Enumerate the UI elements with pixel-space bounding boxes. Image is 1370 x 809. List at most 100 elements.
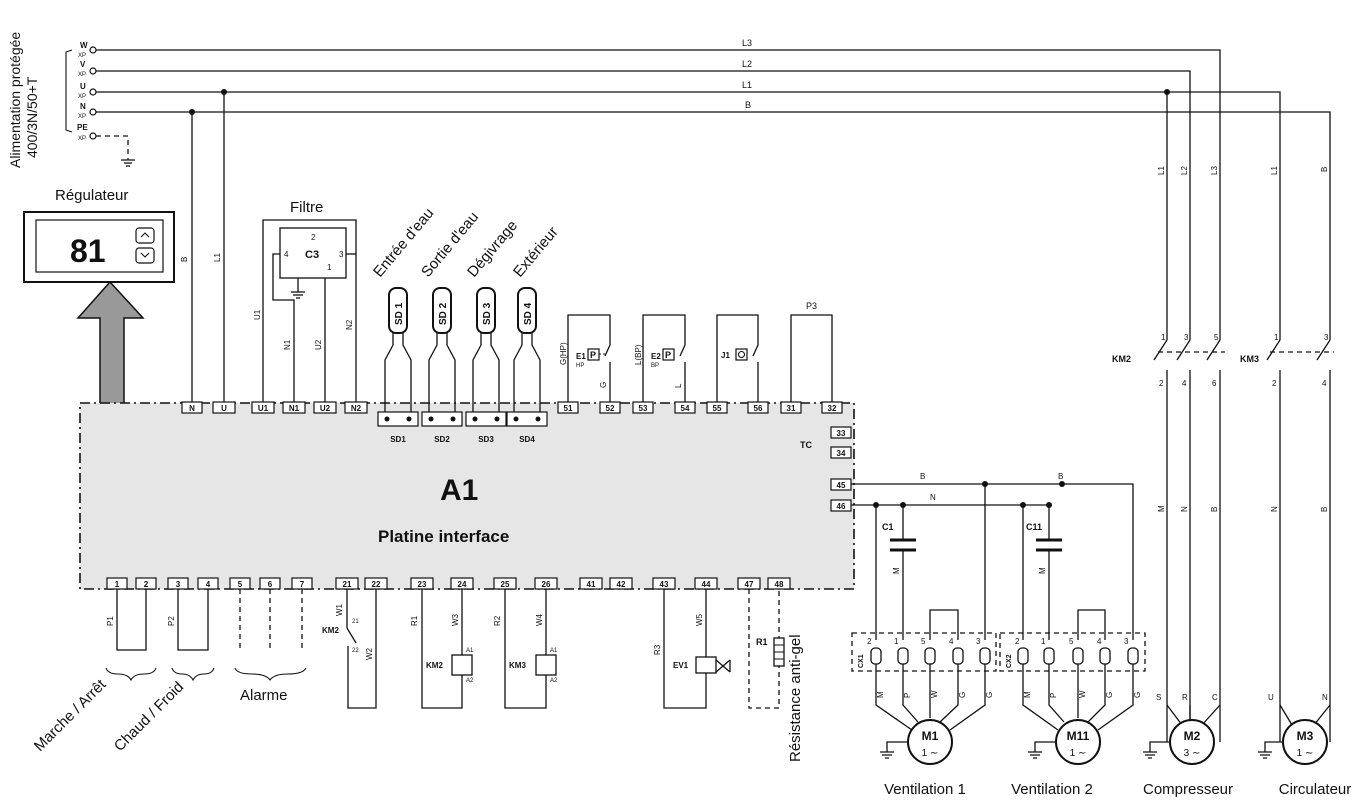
regulator: Régulateur 81 xyxy=(23,187,175,283)
term-34: 34 xyxy=(837,449,846,458)
m11-wire-m: M xyxy=(1023,691,1032,698)
flow-switch-icon xyxy=(735,348,748,361)
bus-label-l2: L2 xyxy=(742,59,752,69)
km3-pin-2: 2 xyxy=(1272,379,1277,388)
motor-m11-phase: 1 ∼ xyxy=(1070,748,1087,759)
e1-label: E1 xyxy=(576,352,586,361)
wire-label-b: B xyxy=(180,257,189,262)
e1-sub: HP xyxy=(576,363,584,369)
board-tc: TC xyxy=(800,440,812,450)
probe-label-4: Extérieur xyxy=(510,224,562,281)
km2-pin-2: 2 xyxy=(1159,379,1164,388)
term-53: 53 xyxy=(639,404,648,413)
term-b2: 2 xyxy=(144,580,149,589)
e2-sub: BP xyxy=(651,363,659,369)
regulator-display: 81 xyxy=(70,233,106,269)
term-u1: U1 xyxy=(258,404,269,413)
km2-out-m: M xyxy=(1157,505,1166,512)
km3-pin-3: 3 xyxy=(1324,333,1329,342)
filter-label: Filtre xyxy=(290,199,323,216)
bus-label-l3: L3 xyxy=(742,38,752,48)
p-icon-1: P xyxy=(590,350,596,360)
supply-brace xyxy=(65,49,73,133)
lbp-label: L(BP) xyxy=(634,344,643,365)
term-b24: 24 xyxy=(458,580,467,589)
term-b6: 6 xyxy=(268,580,273,589)
term-31: 31 xyxy=(787,404,796,413)
board-bottom-terminals: 1 2 3 4 5 6 7 21 22 23 24 25 26 41 42 43… xyxy=(106,577,791,590)
supply-term-w-sub: XP xyxy=(78,53,86,59)
board-top-terminals: N U U1 N1 U2 N2 51 52 53 54 55 56 31 32 xyxy=(181,401,843,414)
term-b41: 41 xyxy=(587,580,596,589)
filter-pin-1: 1 xyxy=(327,263,332,272)
p-icon-2: P xyxy=(665,350,671,360)
term-b25: 25 xyxy=(501,580,510,589)
motor-m3-phase: 1 ∼ xyxy=(1297,748,1314,759)
motor-m2-phase: 3 ∼ xyxy=(1184,748,1201,759)
filter-earth-icon xyxy=(291,291,305,299)
pe-line xyxy=(96,135,129,160)
fan-n-label: N xyxy=(930,493,936,502)
probe-name-1: SD 1 xyxy=(394,302,405,325)
term-b4: 4 xyxy=(206,580,211,589)
p1-label: P1 xyxy=(106,616,115,626)
m2-wire-c: C xyxy=(1212,693,1218,702)
km3-pin-4: 4 xyxy=(1322,379,1327,388)
board-right-terminals: 33 34 45 46 xyxy=(830,426,852,512)
bus-l3 xyxy=(96,49,1221,340)
motor-m11-id: M11 xyxy=(1067,729,1090,743)
bus-b xyxy=(96,111,1331,340)
probe-name-2: SD 2 xyxy=(438,302,449,325)
m1-wire-w: W xyxy=(930,690,939,698)
contactors: L1 L2 L3 L1 B KM2 1 3 5 2 4 6 KM3 1 3 2 … xyxy=(1112,166,1334,742)
km3-a1: A1 xyxy=(550,648,558,654)
l-label: L xyxy=(674,383,683,388)
km3-ctr-label: KM3 xyxy=(1240,354,1259,364)
cx2-pins: 2 1 5 4 3 xyxy=(1015,637,1129,646)
m1-earth-icon xyxy=(880,741,908,759)
ctr-b: B xyxy=(1320,167,1329,172)
m3-wire-u: U xyxy=(1268,693,1274,702)
filter-pin-4: 4 xyxy=(284,250,289,259)
r1-label: R1 xyxy=(756,637,768,647)
term-45: 45 xyxy=(837,481,846,490)
term-56: 56 xyxy=(754,404,763,413)
term-51: 51 xyxy=(564,404,573,413)
term-55: 55 xyxy=(713,404,722,413)
c1-label: C1 xyxy=(882,522,894,532)
supply-term-pe-sub: XP xyxy=(78,136,86,142)
e2-label: E2 xyxy=(651,352,661,361)
m11-wire-p: P xyxy=(1049,693,1058,698)
brace-chaud xyxy=(171,667,215,682)
term-b23: 23 xyxy=(418,580,427,589)
supply-term-u: U xyxy=(80,82,86,91)
ghp-label: G(HP) xyxy=(559,342,568,365)
pressure-switches: G(HP) G E1 HP P L(BP) L E2 BP P J1 P3 xyxy=(559,301,833,402)
term-b26: 26 xyxy=(542,580,551,589)
cx2-pin-1: 1 xyxy=(1041,637,1046,646)
m1-wire-g1: G xyxy=(958,692,967,698)
fan-section: B B N C1 M C11 M CX1 CX2 2 1 5 4 3 xyxy=(851,472,1146,731)
term-n2: N2 xyxy=(351,404,362,413)
term-n: N xyxy=(189,404,195,413)
fan-bus-b xyxy=(851,483,1134,640)
supply-term-pe: PE xyxy=(77,123,88,132)
m11-wire-g2: G xyxy=(1133,692,1142,698)
board-a1: A1 Platine interface TC xyxy=(79,402,855,590)
m11-earth-icon xyxy=(1028,741,1056,759)
c22-label: 22 xyxy=(352,648,359,654)
probe-term-3: SD3 xyxy=(478,435,494,444)
wire-label-u1: U1 xyxy=(253,309,262,320)
term-46: 46 xyxy=(837,502,846,511)
term-b44: 44 xyxy=(702,580,711,589)
group-antigel: Résistance anti-gel xyxy=(787,634,804,762)
km2-contact: KM2 xyxy=(322,626,339,635)
supply-label-1: Alimentation protégée xyxy=(7,32,23,168)
w5-label: W5 xyxy=(695,613,704,626)
motor-m11-label: Ventilation 2 xyxy=(1011,781,1093,798)
brace-alarme xyxy=(234,667,307,681)
km2-pin-5: 5 xyxy=(1214,333,1219,342)
term-54: 54 xyxy=(681,404,690,413)
motor-m1-label: Ventilation 1 xyxy=(884,781,966,798)
